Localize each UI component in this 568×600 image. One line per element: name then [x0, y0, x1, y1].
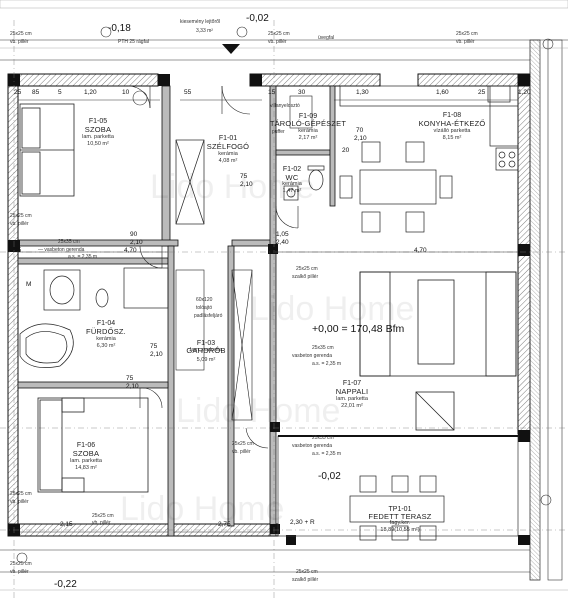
- level-top-mid: -0,02: [246, 13, 269, 24]
- note-koszoru3b: vb. pillér: [232, 449, 251, 455]
- dim-160: 1,60: [436, 89, 449, 96]
- dim-210d: 2,10: [150, 351, 163, 358]
- dim-210a: 2,10: [130, 239, 143, 246]
- living-room-furniture: [359, 271, 517, 431]
- dim-90: 90: [130, 231, 138, 238]
- dim-55: 55: [184, 89, 192, 96]
- dim-25c: 25: [14, 247, 22, 254]
- dim-20: 20: [342, 147, 350, 154]
- kiesemeny-area: 3,33 m²: [196, 28, 213, 34]
- note-gardrob3: padlásfeljáró: [194, 313, 223, 319]
- beds-room-f105: [19, 103, 75, 197]
- dim-210e: 2,10: [126, 383, 139, 390]
- dim-470b: 4,70: [414, 247, 427, 254]
- note-koszoru1: 25x25 cm: [296, 266, 318, 272]
- note-puffer: puffer: [272, 129, 285, 135]
- dim-75b: 75: [150, 343, 158, 350]
- kiesemeny-label: kiesemény lejtőről: [180, 19, 221, 25]
- dim-30: 30: [298, 89, 306, 96]
- dim-215: 2,15: [60, 521, 73, 528]
- wc-fixtures: [283, 165, 325, 201]
- note-villanyoszto: villanyelosztó: [270, 103, 300, 109]
- right-exterior-wall: [529, 39, 541, 581]
- inner-walls: [17, 85, 336, 537]
- szelfogo-cabinets: [175, 139, 205, 225]
- kitchen-fixtures: [339, 85, 519, 233]
- dim-470a: 4,70: [124, 247, 137, 254]
- dim-230: 2,30 + R: [290, 519, 315, 526]
- dim-120a: 1,20: [84, 89, 97, 96]
- pth-label: PTH 25 rágfal: [118, 39, 149, 45]
- dim-105: 1,05: [276, 231, 289, 238]
- note-gardrob2: tolóajtó: [196, 305, 213, 311]
- note-koszoru6: 25x25 cm: [10, 561, 32, 567]
- pillar-a-label2: vb. pillér: [10, 39, 29, 45]
- pillar-b-label: 25x25 cm: [268, 31, 290, 37]
- uvegfal-label: üvegfal: [318, 35, 335, 41]
- dim-75a: 75: [240, 173, 248, 180]
- dim-15: 15: [268, 89, 276, 96]
- level-bottom-left: -0,22: [54, 579, 77, 590]
- note-koszoru6b: vb. pillér: [10, 569, 29, 575]
- note-koszoru4b: vb. pillér: [92, 520, 111, 526]
- watermark-3: Lido Home: [176, 392, 341, 430]
- note-gerenda2c: a.s. = 2,35 m: [312, 361, 342, 367]
- note-gardrob: 60x120: [196, 297, 213, 303]
- dim-240: 2,40: [276, 239, 289, 246]
- note-m: M: [26, 281, 32, 288]
- columns: [8, 74, 530, 545]
- note-gerenda1: 25x35 cm: [58, 239, 80, 245]
- entrance-arrow-icon: [222, 44, 240, 54]
- dim-85: 85: [32, 89, 40, 96]
- terrace-furniture: [349, 475, 445, 541]
- right-boundary: [547, 39, 563, 581]
- dim-210b: 2,10: [240, 181, 253, 188]
- note-koszoru5: 25x25 cm: [296, 569, 318, 575]
- level-entrance: -0,02: [318, 471, 341, 482]
- dim-25b: 25: [478, 89, 486, 96]
- dim-70: 70: [356, 127, 364, 134]
- pillar-b-label2: vb. pillér: [268, 39, 287, 45]
- note-gerenda1c: a.s. = 2,35 m: [68, 254, 98, 260]
- pillar-c-label: 25x25 cm: [456, 31, 478, 37]
- note-pillar-left: 25x25 cm: [10, 213, 32, 219]
- note-koszoru2b: vb. pillér: [10, 499, 29, 505]
- bed-room-f106: [37, 397, 149, 493]
- pillar-c-label2: vb. pillér: [456, 39, 475, 45]
- dim-10: 10: [122, 89, 130, 96]
- dim-5: 5: [58, 89, 62, 96]
- watermark-4: Lido Home: [120, 490, 285, 528]
- note-koszoru3: 25x25 cm: [232, 441, 254, 447]
- note-gerenda3b: vasbeton gerenda: [292, 443, 333, 449]
- gardrob-shelves: [175, 269, 253, 421]
- pillar-a-label: 25x25 cm: [10, 31, 32, 37]
- note-gerenda2b: vasbeton gerenda: [292, 353, 333, 359]
- note-koszoru4: 25x25 cm: [92, 513, 114, 519]
- note-gerenda2: 25x35 cm: [312, 345, 334, 351]
- bathroom-fixtures: [19, 267, 169, 368]
- dim-25a: 25: [14, 89, 22, 96]
- level-main: +0,00 = 170,48 Bfm: [312, 323, 405, 335]
- note-gerenda3c: a.s. = 2,35 m: [312, 451, 342, 457]
- watermark-2: Lido Home: [250, 290, 415, 328]
- dim-275: 2,75: [218, 521, 231, 528]
- dim-130: 1,30: [356, 89, 369, 96]
- note-pillar-left2: vb. pillér: [10, 221, 29, 227]
- note-gerenda3: 25x35 cm: [312, 435, 334, 441]
- note-koszoru2: 25x25 cm: [10, 491, 32, 497]
- note-gerenda1b: — vasbeton gerenda: [38, 247, 85, 253]
- level-top-left: -0,18: [108, 23, 131, 34]
- section-markers: [16, 26, 554, 564]
- watermark-1: Lido Home: [150, 168, 315, 206]
- dim-120b: 1,20: [518, 89, 531, 96]
- doors: [127, 85, 299, 449]
- dim-75c: 75: [126, 375, 134, 382]
- note-koszoru1b: szalkő pillér: [292, 274, 319, 280]
- dim-210c: 2,10: [354, 135, 367, 142]
- note-koszoru5b: szalkő pillér: [292, 577, 319, 583]
